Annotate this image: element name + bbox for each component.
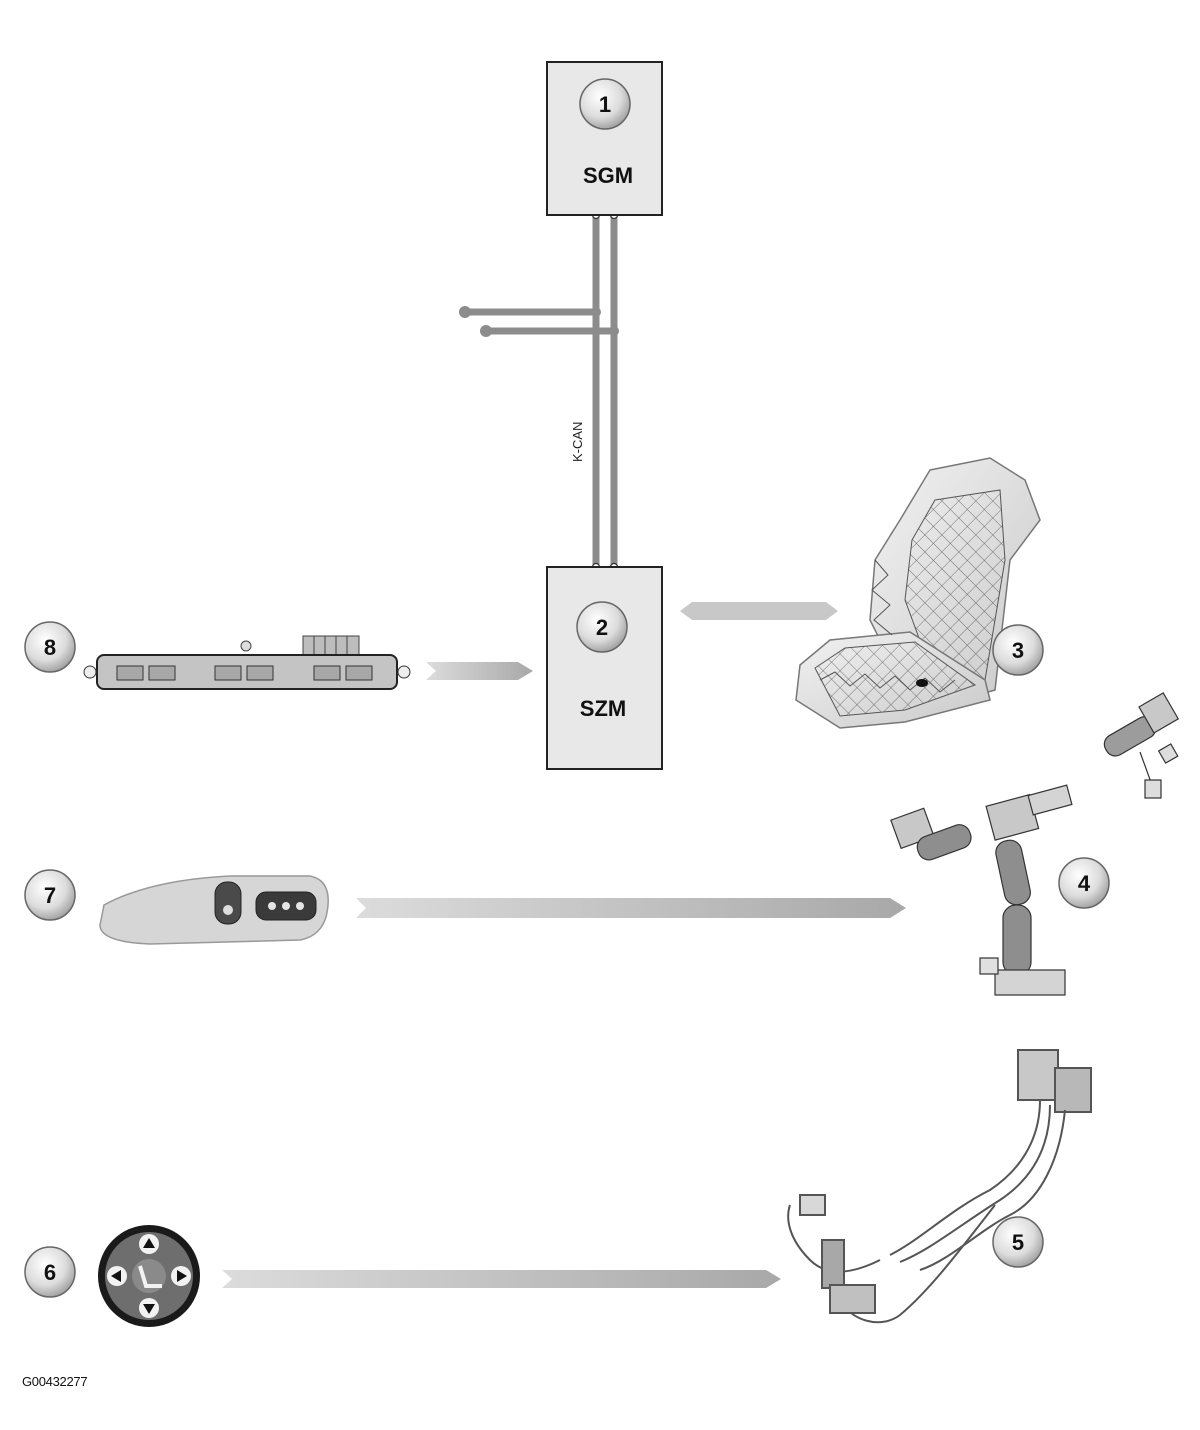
sgm-label: SGM	[583, 163, 633, 188]
arrow-szm-seat-double	[680, 602, 838, 620]
badge-4-number: 4	[1078, 871, 1091, 896]
k-can-bus	[465, 215, 618, 568]
szm-number-badge	[576, 601, 628, 653]
sgm-number: 1	[599, 92, 611, 117]
badge-4	[1058, 857, 1110, 909]
szm-label: SZM	[580, 696, 626, 721]
badge-5	[992, 1216, 1044, 1268]
seat-heating-mat-icon	[795, 457, 1041, 729]
badge-5-number: 5	[1012, 1230, 1024, 1255]
badge-7	[24, 869, 76, 921]
arrow-panel-to-motors	[356, 898, 906, 918]
badge-6	[24, 1246, 76, 1298]
arrow-switch-to-harness	[222, 1270, 781, 1288]
szm-module: 2 SZM	[546, 566, 663, 770]
seat-adjustment-motors-icon	[890, 692, 1180, 996]
szm-number: 2	[596, 615, 608, 640]
sgm-number-badge	[579, 78, 631, 130]
reference-code: G00432277	[22, 1374, 88, 1389]
switch-block-icon	[83, 635, 411, 690]
k-can-label: K-CAN	[570, 422, 585, 462]
sgm-module: 1 SGM	[546, 61, 663, 216]
arrow-switch-block-to-szm	[426, 662, 533, 680]
badge-8-number: 8	[44, 635, 56, 660]
bus-junction-dots	[459, 306, 619, 337]
badge-8	[24, 621, 76, 673]
badge-7-number: 7	[44, 883, 56, 908]
badge-3	[992, 624, 1044, 676]
badge-3-number: 3	[1012, 638, 1024, 663]
wiring-harness-icon	[787, 1049, 1092, 1324]
seat-switch-panel-icon	[99, 875, 329, 945]
badge-6-number: 6	[44, 1260, 56, 1285]
seat-adjust-switch-icon	[98, 1225, 200, 1327]
